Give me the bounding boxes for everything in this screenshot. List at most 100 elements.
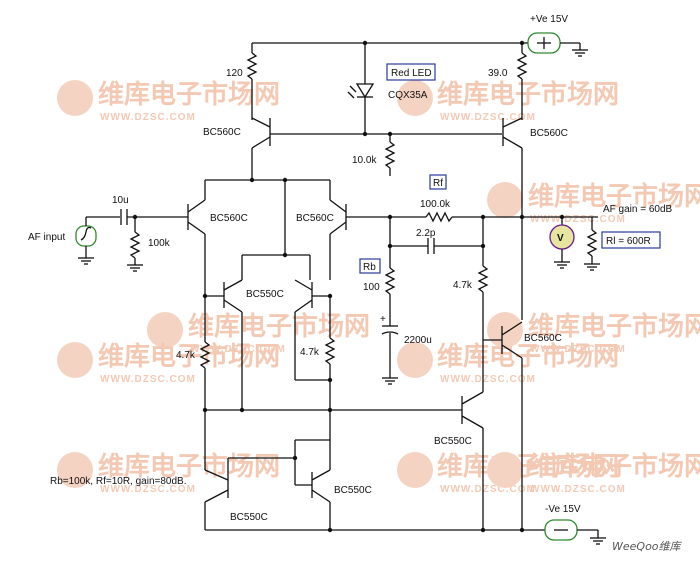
watermark-logo-icon: [147, 312, 183, 348]
gain-note: Rb=100k, Rf=10R, gain=80dB.: [50, 476, 186, 487]
resistor-10k: 10.0k: [352, 134, 396, 176]
transistor-top-left: BC560C: [203, 117, 502, 180]
r100k-in-label: 100k: [148, 238, 171, 249]
q-top-right-label: BC560C: [530, 128, 568, 139]
q-bot-right-label: BC550C: [334, 485, 372, 496]
led-title: Red LED: [391, 68, 432, 79]
watermark-text: 维库电子市场网: [98, 79, 280, 110]
q-bot-left-label: BC550C: [230, 512, 268, 523]
q-in-right-label: BC560C: [296, 213, 334, 224]
q-in-left-label: BC560C: [210, 213, 248, 224]
voltmeter: V AF gain = 60dB: [549, 204, 673, 269]
led: Red LED CQX35A: [347, 43, 436, 134]
watermark-4: 维库电子市场网 WWW.DZSC.COM: [147, 311, 370, 355]
af-input: AF input: [28, 216, 120, 265]
watermark-logo-icon: [57, 80, 93, 116]
watermark-text: 维库电子市场网: [98, 341, 280, 372]
ground-icon: [572, 49, 588, 57]
r10k-label: 10.0k: [352, 155, 377, 166]
ground-icon: [78, 257, 94, 265]
capacitor-10u: 10u: [112, 195, 188, 225]
af-input-label: AF input: [28, 232, 65, 243]
watermark-text: 维库电子市场网: [437, 451, 619, 482]
watermark-text: 维库电子市场网: [98, 451, 280, 482]
rf-title-box: [429, 174, 447, 190]
rb-value: 100: [363, 282, 380, 293]
led-title-box: [386, 63, 436, 81]
led-part: CQX35A: [388, 90, 428, 101]
positive-rail: [252, 40, 528, 46]
c2200-label: 2200u: [404, 335, 432, 346]
r120-label: 120: [226, 68, 243, 79]
diode-icon: [355, 83, 375, 99]
watermark-8: 维库电子市场网 WWW.DZSC.COM: [57, 451, 280, 495]
watermark-url: WWW.DZSC.COM: [100, 484, 196, 495]
negative-rail: -Ve 15V: [205, 504, 606, 545]
watermark-url: WWW.DZSC.COM: [530, 214, 626, 225]
rl-title: Rl = 600R: [606, 236, 651, 247]
q-mirror-label: BC550C: [246, 289, 284, 300]
watermark-logo-icon: [397, 452, 433, 488]
rb-title-box: [359, 258, 381, 274]
watermark-text: 维库电子市场网: [528, 311, 700, 342]
rb-title: Rb: [363, 262, 376, 273]
watermark-logo-icon: [487, 312, 523, 348]
transistor-input-right: BC560C: [296, 180, 426, 280]
vneg-label: -Ve 15V: [545, 504, 581, 515]
watermark-logo-icon: [57, 342, 93, 378]
watermark-url: WWW.DZSC.COM: [100, 374, 196, 385]
af-gain-label: AF gain = 60dB: [603, 204, 673, 215]
polarity-plus: +: [380, 314, 386, 325]
cap-in-label: 10u: [112, 195, 129, 206]
r39-label: 39.0: [488, 68, 508, 79]
watermark-10: 维库电子市场网 WWW.DZSC.COM: [487, 451, 700, 495]
resistor-rf: Rf 100.0k: [420, 174, 598, 223]
watermark-5: 维库电子市场网 WWW.DZSC.COM: [57, 341, 280, 385]
transistor-vas-npn: BC550C: [434, 340, 484, 530]
ground-icon: [382, 377, 398, 385]
watermark-url: WWW.DZSC.COM: [440, 374, 536, 385]
resistor-39: 39.0: [488, 43, 528, 120]
watermark-logo-icon: [57, 452, 93, 488]
transistor-vas-pnp: BC560C: [483, 217, 562, 530]
watermark-url: WWW.DZSC.COM: [190, 344, 286, 355]
rl-title-box: [601, 231, 661, 249]
current-mirror: BC550C: [202, 180, 333, 410]
watermark-3: 维库电子市场网 WWW.DZSC.COM: [487, 181, 700, 225]
watermark-logo-icon: [487, 182, 523, 218]
watermark-url: WWW.DZSC.COM: [530, 484, 626, 495]
resistor-4k7-right: 4.7k: [453, 265, 489, 340]
watermark-logo-icon: [487, 452, 523, 488]
watermark-text: 维库电子市场网: [437, 341, 619, 372]
resistor-4k7-left: 4.7k: [176, 340, 211, 410]
transistor-input-left: BC560C: [187, 180, 248, 340]
resistor-rb: Rb 100: [359, 246, 396, 326]
resistor-120: 120: [226, 43, 258, 120]
ground-icon: [584, 263, 600, 271]
watermark-7: 维库电子市场网 WWW.DZSC.COM: [487, 311, 700, 355]
watermark-logo-icon: [397, 80, 433, 116]
watermark-text: 维库电子市场网: [188, 311, 370, 342]
rf-title: Rf: [433, 178, 443, 189]
bottom-mirror: BC550C BC550C: [204, 410, 372, 530]
watermark-9: 维库电子市场网 WWW.DZSC.COM: [397, 451, 619, 495]
ground-icon: [590, 537, 606, 545]
brand-watermark: WeeQoo维库: [612, 540, 683, 553]
watermark-text: 维库电子市场网: [528, 181, 700, 212]
q-vas-npn-label: BC550C: [434, 436, 472, 447]
r47k-left-label: 4.7k: [176, 350, 196, 361]
q-top-left-label: BC560C: [203, 127, 241, 138]
vpos-label: +Ve 15V: [530, 14, 568, 25]
vpos-source: +Ve 15V: [527, 14, 588, 57]
watermark-1: 维库电子市场网 WWW.DZSC.COM: [57, 79, 280, 123]
signal-source-icon: [75, 225, 97, 247]
capacitor-2200u: + 2200u: [380, 314, 432, 385]
watermark-text: 维库电子市场网: [528, 451, 700, 482]
cc-label: 2.2p: [416, 228, 436, 239]
watermark-url: WWW.DZSC.COM: [440, 484, 536, 495]
r47k-mid-label: 4.7k: [300, 347, 320, 358]
watermark-text: 维库电子市场网: [437, 79, 619, 110]
r47k-right-label: 4.7k: [453, 280, 473, 291]
